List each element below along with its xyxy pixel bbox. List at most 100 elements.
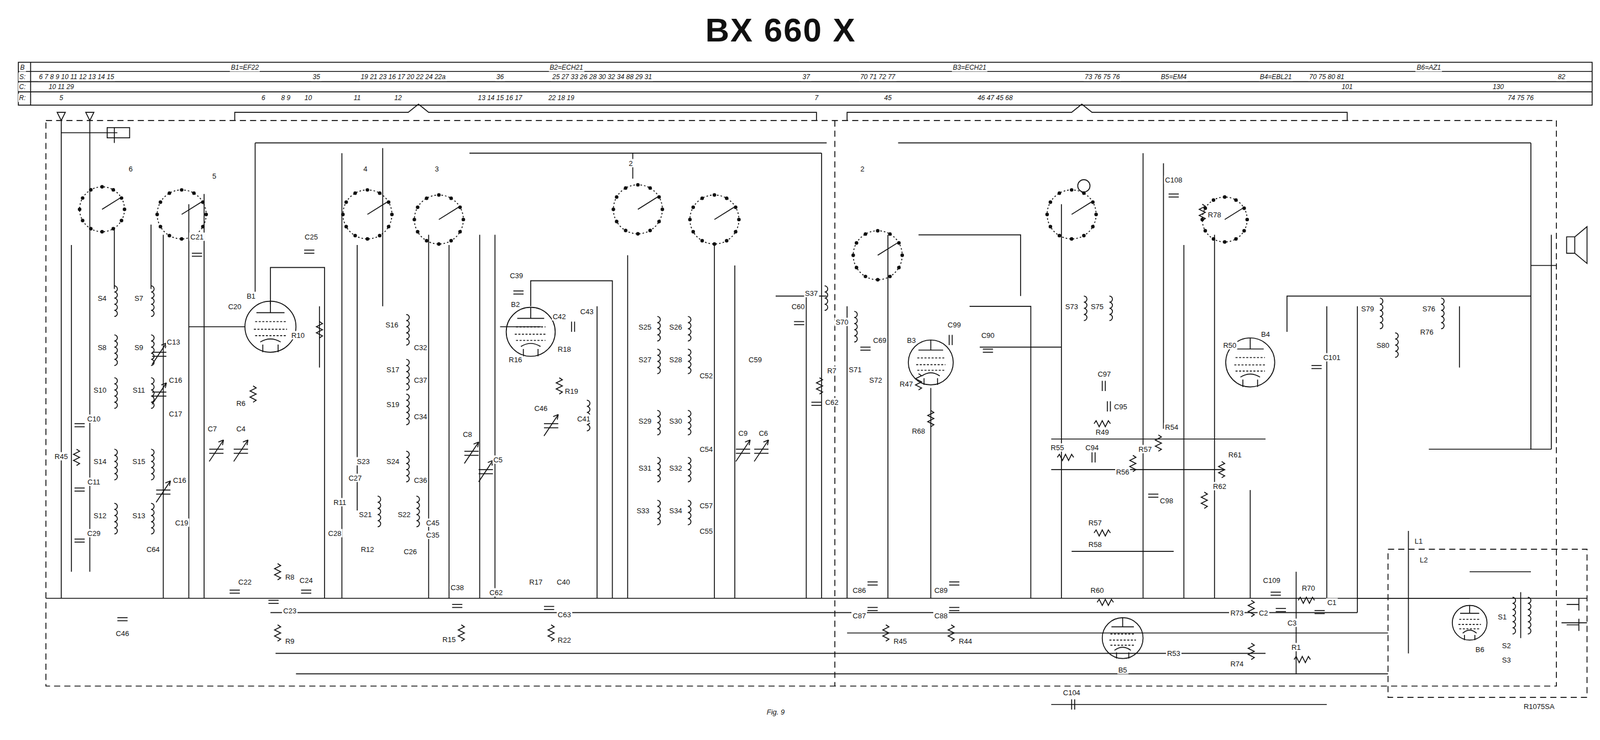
variable-arrow xyxy=(477,441,479,447)
part-label: L1 xyxy=(1413,536,1424,546)
part-label: C41 xyxy=(576,414,592,423)
coil-symbol xyxy=(1379,297,1384,329)
part-label: B5 xyxy=(1117,665,1129,674)
switch-contact xyxy=(725,239,729,243)
resistor-symbol xyxy=(927,410,934,427)
wire xyxy=(713,244,715,599)
tube-grid xyxy=(253,328,287,331)
coil-symbol xyxy=(657,457,661,482)
part-label: R74 xyxy=(1229,659,1245,668)
part-label: R56 xyxy=(1115,467,1131,476)
part-label: C45 xyxy=(425,518,441,527)
switch-contact xyxy=(661,207,664,211)
wire xyxy=(254,142,256,296)
wire xyxy=(382,148,384,307)
capacitor-plate xyxy=(1104,380,1106,391)
capacitor-plate xyxy=(208,452,224,454)
part-label: C69 xyxy=(871,335,888,344)
coil-symbol xyxy=(114,377,118,409)
part-label: S23 xyxy=(356,457,371,466)
tube-grid xyxy=(1110,633,1135,635)
switch-arm xyxy=(438,207,459,220)
switch-contact xyxy=(1058,191,1061,195)
diagram-title: BX 660 X xyxy=(702,10,860,49)
capacitor-plate xyxy=(1074,699,1076,710)
capacitor-plate xyxy=(951,334,953,345)
wire xyxy=(897,142,1531,144)
capacitor-plate xyxy=(735,452,751,454)
table-rule xyxy=(30,62,32,106)
capacitor-plate xyxy=(478,473,494,475)
switch-contact xyxy=(1234,237,1238,241)
coil-symbol xyxy=(150,503,155,534)
variable-arrow xyxy=(208,440,224,462)
tube-pin xyxy=(1116,652,1118,659)
capacitor-plate xyxy=(1094,452,1096,463)
part-label: R12 xyxy=(359,545,376,554)
switch-contact xyxy=(204,212,208,216)
part-label: C88 xyxy=(933,611,949,620)
switch-contact xyxy=(78,207,82,211)
capacitor-plate xyxy=(152,391,167,393)
part-label: R76 xyxy=(1419,327,1435,337)
tube-grid xyxy=(1459,628,1481,630)
switch-wafer xyxy=(1047,189,1097,239)
part-label: C19 xyxy=(174,518,190,527)
coil-symbol xyxy=(657,500,661,525)
capacitor-plate xyxy=(74,426,85,428)
switch-arm xyxy=(181,202,202,215)
table-cell: 12 xyxy=(393,93,403,103)
switch-contact xyxy=(688,217,692,221)
capacitor-plate xyxy=(229,592,240,594)
switch-contact xyxy=(112,188,115,192)
wire xyxy=(1459,306,1461,368)
table-cell: 82 xyxy=(1556,72,1567,81)
tube-pin xyxy=(930,340,932,350)
switch-contact xyxy=(1070,237,1074,241)
wire xyxy=(188,204,190,599)
switch-contact xyxy=(1082,234,1086,238)
resistor-symbol xyxy=(556,377,563,395)
switch-contact xyxy=(713,193,716,197)
part-label: B2 xyxy=(509,300,521,309)
capacitor-plate xyxy=(1276,610,1286,613)
capacitor-plate xyxy=(1314,609,1325,611)
part-label: R57 xyxy=(1087,518,1103,527)
switch-contact xyxy=(888,232,892,236)
switch-contact xyxy=(1211,198,1215,202)
table-cell: 19 21 23 16 17 20 22 24 22a xyxy=(359,72,447,81)
wire xyxy=(1051,468,1225,470)
tube-grid xyxy=(917,369,945,371)
table-cell: 70 75 80 81 xyxy=(1308,72,1346,81)
part-label: C54 xyxy=(698,445,714,454)
part-label: R9 xyxy=(284,636,296,646)
part-label: C38 xyxy=(449,582,465,592)
switch-wafer xyxy=(342,189,392,239)
part-label: S14 xyxy=(92,457,108,466)
capacitor-plate xyxy=(152,395,167,397)
part-label: S33 xyxy=(635,506,651,515)
resistor-symbol xyxy=(458,624,465,642)
tube-cathode xyxy=(1240,373,1260,378)
switch-contact xyxy=(458,205,462,209)
part-label: R53 xyxy=(1165,649,1182,658)
part-label: S30 xyxy=(668,416,684,425)
wire xyxy=(469,152,822,154)
resistor-symbol xyxy=(547,624,554,642)
wire xyxy=(61,132,118,134)
ground-bus xyxy=(45,597,1552,599)
part-label: S21 xyxy=(357,510,373,519)
tube-grid xyxy=(255,335,286,337)
variable-arrow xyxy=(247,440,249,446)
tube-grid xyxy=(515,326,546,328)
part-label: C97 xyxy=(1096,369,1112,378)
part-label: C10 xyxy=(86,414,102,423)
switch-arm xyxy=(1071,202,1091,215)
wire xyxy=(255,142,828,144)
resistor-symbol xyxy=(274,624,281,642)
capacitor-plate xyxy=(1276,607,1286,609)
part-label: R10 xyxy=(290,330,306,339)
table-rule xyxy=(18,91,1593,93)
wire xyxy=(1357,597,1470,599)
